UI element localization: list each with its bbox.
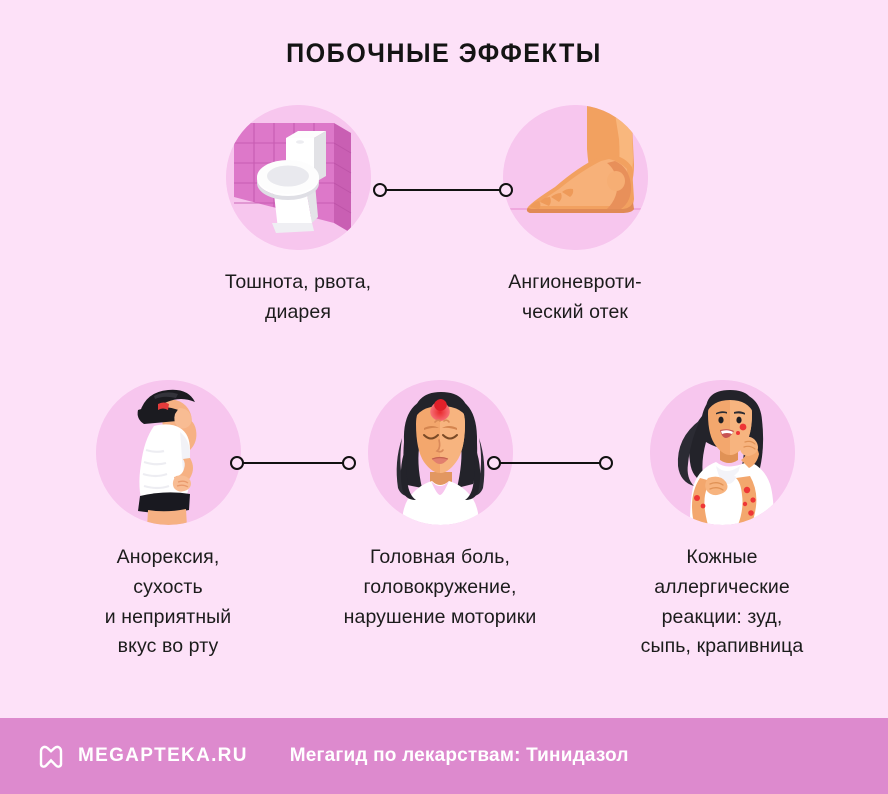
icon-circle-anorexia xyxy=(95,380,241,525)
side-effects-row-2: Анорексия, сухость и неприятный вкус во … xyxy=(0,380,888,680)
connector-line xyxy=(237,462,349,464)
footer-tagline-label: Мегагид по лекарствам: Тинидазол xyxy=(289,745,629,766)
side-effect-caption: Ангионевроти- ческий отек xyxy=(508,271,642,323)
icon-circle-skin-allergy xyxy=(649,380,795,525)
connector-node-end xyxy=(499,183,513,197)
connector-headache-to-skin xyxy=(487,456,613,470)
connector-line xyxy=(380,189,506,191)
thin-person-icon xyxy=(95,380,241,525)
side-effect-caption: Тошнота, рвота, диарея xyxy=(224,271,372,323)
side-effect-caption: Анорексия, сухость и неприятный вкус во … xyxy=(104,546,232,658)
toilet-icon xyxy=(225,105,371,250)
side-effect-caption: Кожные аллергические реакции: зуд, сыпь,… xyxy=(640,546,804,658)
connector-line xyxy=(494,462,606,464)
connector-node-start xyxy=(230,456,244,470)
swollen-foot-icon xyxy=(502,105,648,250)
icon-circle-nausea xyxy=(225,105,371,250)
side-effect-item-skin-allergy: Кожные аллергические реакции: зуд, сыпь,… xyxy=(612,380,832,662)
connector-anorexia-to-headache xyxy=(230,456,356,470)
megapteka-m-logo xyxy=(39,745,63,768)
icon-circle-headache xyxy=(367,380,513,525)
connector-node-end xyxy=(599,456,613,470)
side-effect-item-nausea: Тошнота, рвота, диарея xyxy=(188,105,408,328)
footer-brand-label: MEGAPTEKA.RU xyxy=(78,745,248,766)
page-title: ПОБОЧНЫЕ ЭФФЕКТЫ xyxy=(286,38,602,68)
side-effect-caption: Головная боль, головокружение, нарушение… xyxy=(343,546,537,628)
icon-circle-angioedema xyxy=(502,105,648,250)
side-effects-row-1: Тошнота, рвота, диарея xyxy=(0,105,888,355)
connector-node-start xyxy=(487,456,501,470)
skin-rash-woman-icon xyxy=(649,380,795,525)
side-effect-item-angioedema: Ангионевроти- ческий отек xyxy=(465,105,685,328)
connector-nausea-to-angioedema xyxy=(373,183,513,197)
connector-node-end xyxy=(342,456,356,470)
footer-bar: MEGAPTEKA.RU Мегагид по лекарствам: Тини… xyxy=(0,718,888,794)
connector-node-start xyxy=(373,183,387,197)
side-effect-item-anorexia: Анорексия, сухость и неприятный вкус во … xyxy=(58,380,278,662)
headache-woman-icon xyxy=(367,380,513,525)
side-effect-item-headache: Головная боль, головокружение, нарушение… xyxy=(330,380,550,632)
